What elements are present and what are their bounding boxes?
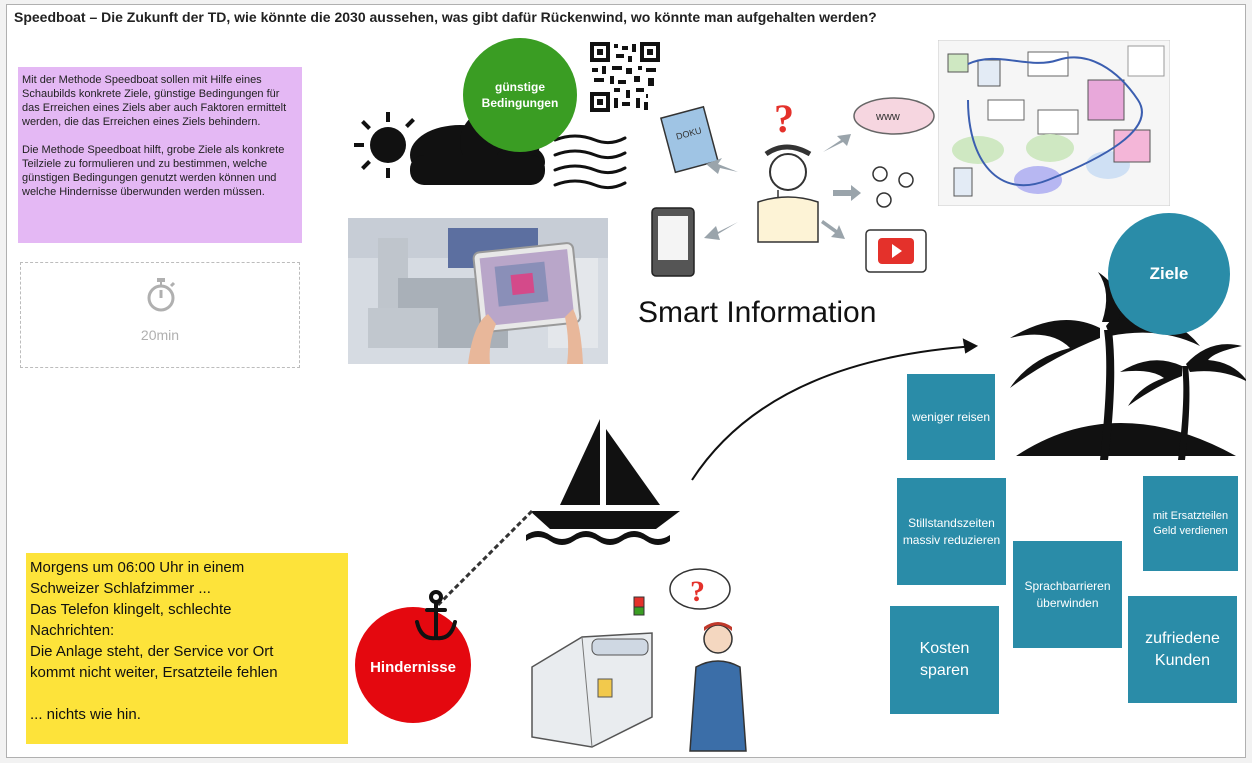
goal-note-kosten-sparen[interactable]: Kosten sparen — [890, 606, 999, 714]
obstacles-label: Hindernisse — [370, 658, 456, 676]
goal-note-stillstandszeiten[interactable]: Stillstandszeiten massiv reduzieren — [897, 478, 1006, 585]
story-line: Morgens um 06:00 Uhr in einem — [30, 559, 245, 576]
story-line: Nachrichten: — [30, 622, 115, 639]
process-sketch-image[interactable] — [938, 40, 1170, 206]
direction-arrow — [691, 338, 979, 481]
smart-information-heading: Smart Information — [638, 296, 877, 329]
story-line: Schweizer Schlafzimmer ... — [30, 580, 211, 597]
tablet-machine-photo[interactable] — [348, 218, 608, 364]
goal-note-ersatzteile[interactable]: mit Ersatzteilen Geld verdienen — [1143, 476, 1238, 571]
story-line: kommt nicht weiter, Ersatzteile fehlen — [30, 664, 278, 681]
story-line: Das Telefon klingelt, schlechte — [30, 601, 232, 618]
svg-text:?: ? — [774, 96, 794, 141]
goal-note-zufriedene-kunden[interactable]: zufriedene Kunden — [1128, 596, 1237, 703]
board-title: Speedboat – Die Zukunft der TD, wie könn… — [14, 9, 877, 25]
svg-text:?: ? — [690, 575, 705, 608]
favorable-conditions-circle[interactable]: günstige Bedingungen — [463, 38, 577, 152]
story-line: Die Anlage steht, der Service vor Ort — [30, 643, 274, 660]
method-paragraph-1: Mit der Methode Speedboat sollen mit Hil… — [22, 74, 287, 128]
goal-note-sprachbarrieren[interactable]: Sprachbarrieren überwinden — [1013, 541, 1122, 648]
goal-note-text: Stillstandszeiten massiv reduzieren — [902, 515, 1001, 547]
goal-note-text: Sprachbarrieren überwinden — [1024, 578, 1111, 610]
goal-note-weniger-reisen[interactable]: weniger reisen — [907, 374, 995, 460]
sailboat-icon[interactable] — [520, 415, 690, 545]
anchor-chain — [436, 509, 534, 607]
stopwatch-icon — [147, 278, 176, 312]
timer-label: 20min — [140, 327, 180, 343]
goal-note-text: mit Ersatzteilen Geld verdienen — [1152, 509, 1229, 537]
story-note[interactable]: Morgens um 06:00 Uhr in einem Schweizer … — [26, 553, 348, 744]
goal-note-text: zufriedene Kunden — [1145, 629, 1220, 669]
web-label: www — [875, 111, 900, 123]
method-description-note[interactable]: Mit der Methode Speedboat sollen mit Hil… — [18, 67, 302, 243]
goal-note-text: Kosten sparen — [919, 640, 970, 679]
goal-note-text: weniger reisen — [911, 410, 991, 424]
machine-technician-sketch[interactable]: ? — [522, 567, 754, 752]
method-paragraph-2: Die Methode Speedboat hilft, grobe Ziele… — [22, 144, 285, 198]
story-line: ... nichts wie hin. — [30, 706, 141, 723]
smart-information-sketch[interactable]: DOKU ? www — [648, 92, 946, 288]
anchor-icon — [415, 590, 457, 641]
timer-widget[interactable]: 20min — [20, 262, 300, 368]
story-line — [30, 683, 344, 704]
goals-circle[interactable]: Ziele — [1108, 213, 1230, 335]
